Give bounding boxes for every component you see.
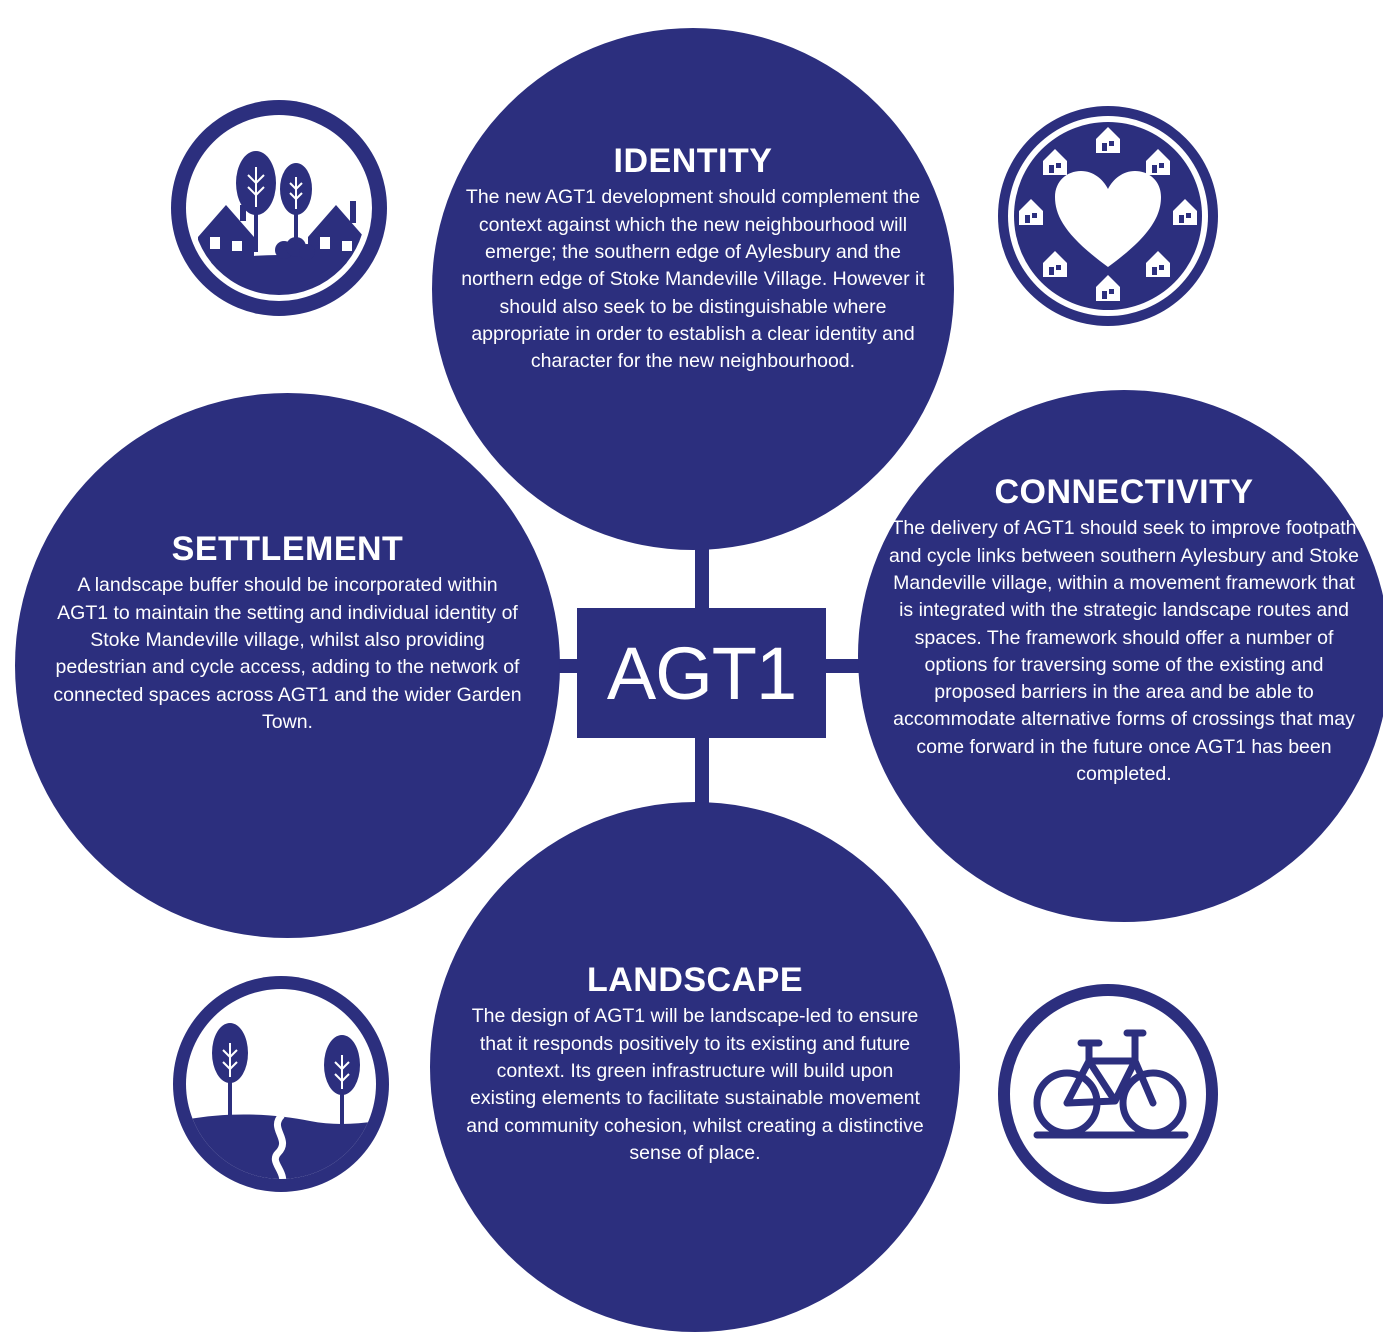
settlement-body: A landscape buffer should be incorporate… bbox=[53, 574, 522, 733]
connector-top bbox=[695, 530, 709, 610]
center-label: AGT1 bbox=[577, 608, 826, 738]
landscape-body: The design of AGT1 will be landscape-led… bbox=[466, 1005, 924, 1164]
connector-bottom bbox=[695, 736, 709, 816]
connectivity-title: CONNECTIVITY bbox=[994, 473, 1254, 511]
heart-and-houses-icon bbox=[998, 106, 1218, 326]
identity-title: IDENTITY bbox=[613, 142, 773, 180]
identity-body: The new AGT1 development should compleme… bbox=[461, 186, 925, 373]
landscape-circle: LANDSCAPE The design of AGT1 will be lan… bbox=[430, 802, 960, 1332]
connectivity-body: The delivery of AGT1 should seek to impr… bbox=[888, 517, 1360, 786]
bicycle-icon bbox=[998, 984, 1218, 1204]
identity-circle: IDENTITY The new AGT1 development should… bbox=[432, 28, 954, 550]
landscape-title: LANDSCAPE bbox=[586, 961, 804, 999]
trees-and-river-icon bbox=[173, 976, 389, 1192]
settlement-circle: SETTLEMENT A landscape buffer should be … bbox=[15, 393, 560, 938]
settlement-title: SETTLEMENT bbox=[171, 530, 404, 568]
connectivity-circle: CONNECTIVITY The delivery of AGT1 should… bbox=[858, 390, 1383, 922]
houses-and-trees-icon bbox=[171, 100, 387, 316]
